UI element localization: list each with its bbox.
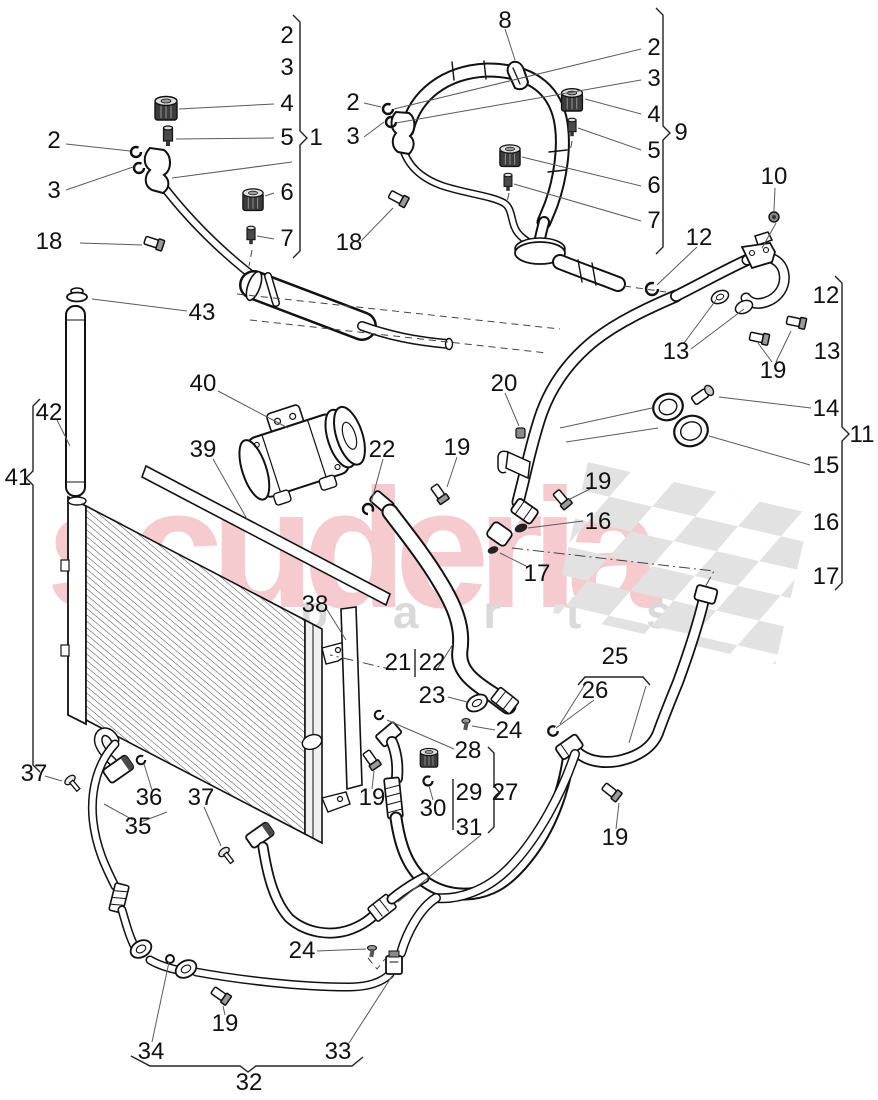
part-label-11: 11 [849,421,875,448]
pipe-fitting-16 [510,498,539,525]
part-label-36: 36 [135,784,163,811]
part-label-1: 1 [309,124,323,151]
receiver-drier [65,287,88,511]
part-label-17: 17 [812,563,840,590]
part-label-28: 28 [454,737,482,764]
part-label-43: 43 [188,299,216,326]
part-label-6: 6 [647,172,661,199]
part-label-15: 15 [812,452,840,479]
part-label-5: 5 [280,124,294,151]
part-label-2: 2 [47,127,61,154]
refrigerant-line-1 [129,95,454,351]
part-label-2: 2 [346,89,360,116]
checkered-flag-watermark [553,462,811,665]
part-label-16: 16 [812,509,840,536]
part-label-33: 33 [324,1038,352,1065]
part-label-30: 30 [419,795,447,822]
part-label-19: 19 [759,357,787,384]
o-ring-16 [514,523,528,533]
part-label-20: 20 [490,370,518,397]
part-label-32: 32 [235,1069,263,1096]
part-label-37: 37 [20,760,48,787]
refrigerant-pipe-11 [428,211,808,554]
part-label-7: 7 [647,207,661,234]
part-label-22: 22 [418,649,446,676]
part-label-8: 8 [498,7,512,34]
part-label-39: 39 [189,436,217,463]
alignment-dashes [236,293,715,671]
part-label-25: 25 [601,643,629,670]
part-label-9: 9 [674,119,688,146]
part-label-12: 12 [812,282,840,309]
part-label-22: 22 [368,436,396,463]
part-label-27: 27 [491,779,519,806]
part-label-13: 13 [662,338,690,365]
part-label-38: 38 [301,591,329,618]
condenser [60,464,391,845]
part-label-13: 13 [813,338,841,365]
part-label-17: 17 [523,560,551,587]
liquid-pipe-32 [62,727,430,1007]
part-label-34: 34 [137,1038,165,1065]
clamp-23 [465,693,489,713]
clamp-34b [174,959,198,979]
part-label-16: 16 [584,508,612,535]
compressor [238,404,366,506]
hose-25 [396,584,719,958]
part-label-21: 21 [384,649,412,676]
suction-hose-21 [361,490,520,731]
part-label-18: 18 [35,228,63,255]
part-label-4: 4 [280,90,294,117]
part-label-12: 12 [685,224,713,251]
part-label-31: 31 [455,814,483,841]
part-label-10: 10 [760,163,788,190]
part-label-18: 18 [335,229,363,256]
seal-strip-38 [340,606,363,791]
part-label-24: 24 [288,937,316,964]
part-label-37: 37 [187,784,215,811]
part-label-19: 19 [443,434,471,461]
elbow-fitting-35 [102,754,135,784]
leader-lines [44,28,812,1044]
part-label-23: 23 [418,682,446,709]
part-label-6: 6 [280,179,294,206]
part-label-19: 19 [358,784,386,811]
part-label-40: 40 [189,370,217,397]
seal-strip-39 [141,464,391,607]
part-label-14: 14 [812,395,840,422]
part-label-42: 42 [35,399,63,426]
part-label-7: 7 [280,225,294,252]
part-label-5: 5 [647,137,661,164]
part-label-24: 24 [495,717,523,744]
part-label-26: 26 [581,677,609,704]
part-label-3: 3 [280,54,294,81]
seal-17 [487,546,499,554]
part-label-19: 19 [211,1010,239,1037]
part-label-2: 2 [647,34,661,61]
part-label-3: 3 [346,123,360,150]
part-label-2: 2 [280,22,294,49]
clamp-34 [129,939,153,959]
group-brackets [25,7,850,1073]
part-label-29: 29 [455,779,483,806]
part-label-4: 4 [647,101,661,128]
part-label-35: 35 [124,813,152,840]
part-label-3: 3 [47,177,61,204]
part-label-19: 19 [601,824,629,851]
bracket-20 [505,450,531,480]
part-label-3: 3 [647,65,661,92]
part-label-41: 41 [4,464,32,491]
part-label-19: 19 [584,468,612,495]
